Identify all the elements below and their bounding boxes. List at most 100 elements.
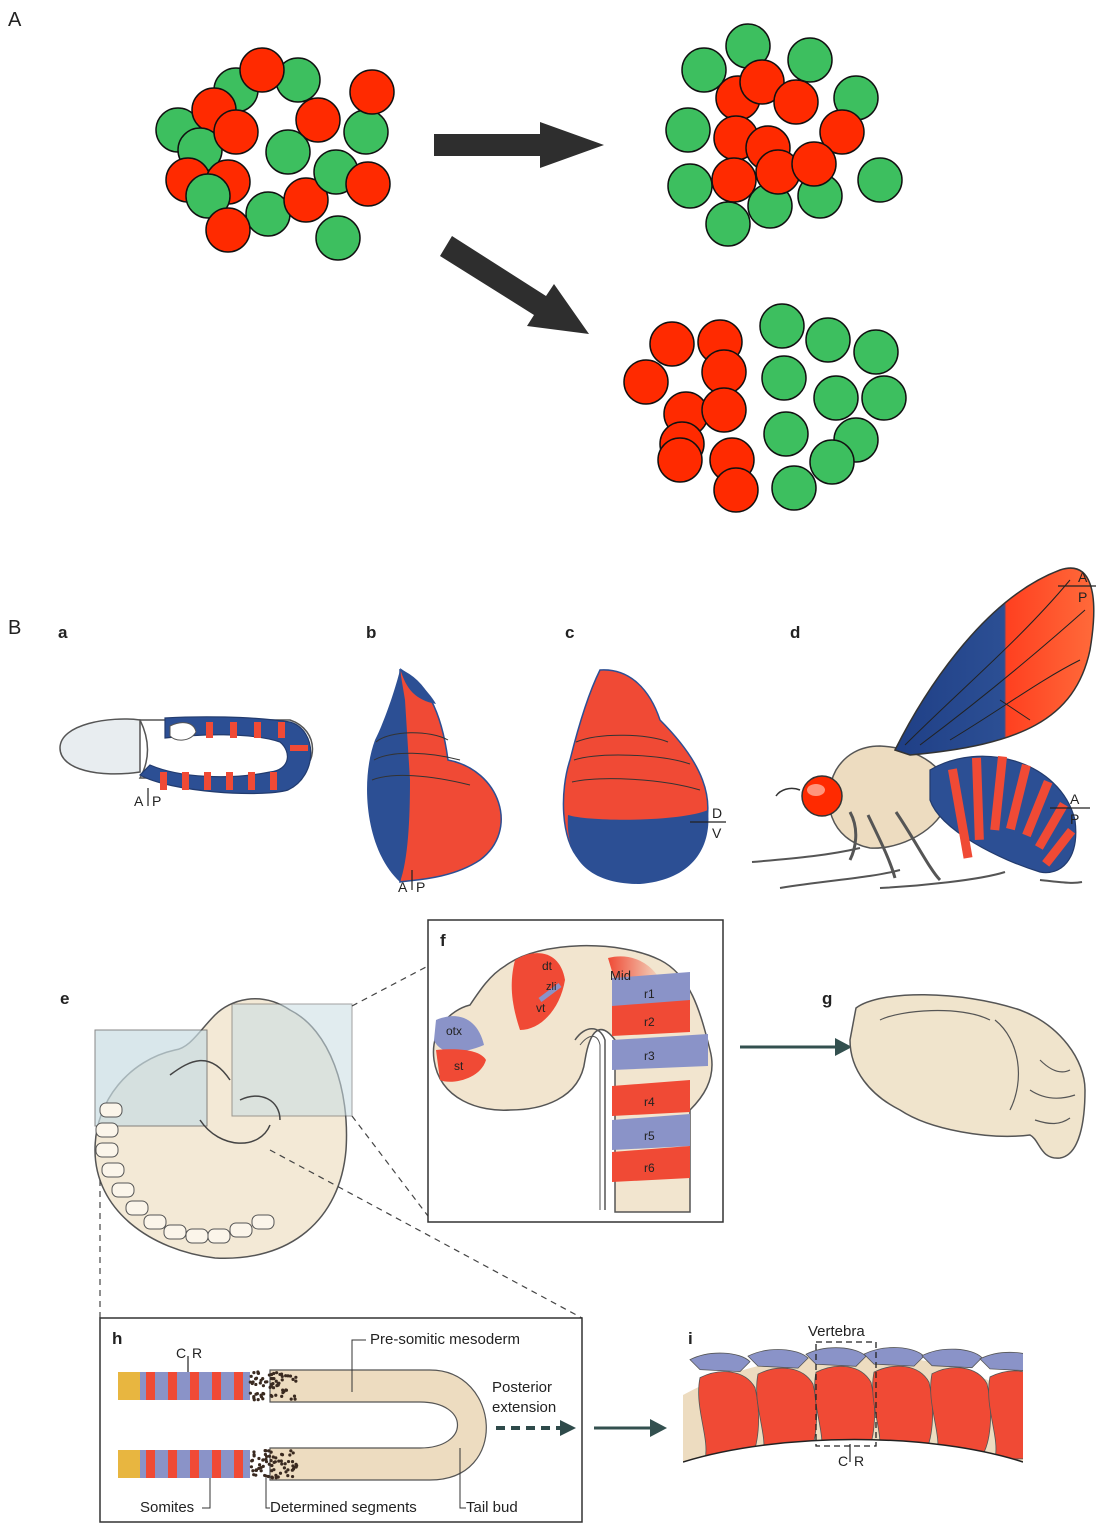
cell-dot	[289, 1449, 292, 1452]
adult-brain	[850, 995, 1085, 1158]
embryo-head-region	[232, 1004, 352, 1116]
segment-stripe	[230, 722, 237, 738]
cell-dot	[257, 1398, 260, 1401]
rhombomere-r3	[612, 1034, 708, 1070]
vertebra-arch	[748, 1350, 808, 1369]
cell-dot	[250, 1375, 253, 1378]
panel-label-i: i	[688, 1329, 693, 1348]
cell-dot	[271, 1476, 274, 1479]
cell-dot	[271, 1377, 274, 1380]
green-cell	[762, 356, 806, 400]
cell-dot	[293, 1398, 296, 1401]
somite-stripe	[146, 1372, 155, 1400]
cell-dot	[251, 1469, 254, 1472]
cell-dot	[262, 1465, 265, 1468]
axis-d-wing-P: P	[1078, 589, 1087, 605]
cell-dot	[254, 1474, 257, 1477]
cell-dot	[283, 1466, 286, 1469]
label-somites: Somites	[140, 1499, 194, 1516]
panel-label-c: c	[565, 623, 574, 642]
cell-dot	[291, 1460, 294, 1463]
somite	[186, 1229, 208, 1243]
somite	[112, 1183, 134, 1197]
cell-dot	[280, 1462, 283, 1465]
cell-dot	[264, 1449, 267, 1452]
cell-dot	[254, 1383, 257, 1386]
cell-dot	[252, 1371, 255, 1374]
cell-dot	[249, 1392, 252, 1395]
somite-stripe	[146, 1450, 155, 1478]
somite	[252, 1215, 274, 1229]
cell-dot	[277, 1384, 280, 1387]
red-cell	[346, 162, 390, 206]
cell-dot	[291, 1475, 294, 1478]
segment-stripe	[248, 772, 255, 790]
fly-embryo: A P	[60, 717, 313, 809]
axis-a-P: P	[152, 793, 161, 809]
brain-label-r4: r4	[644, 1095, 655, 1109]
cell-dot	[270, 1395, 273, 1398]
brain-label-otx: otx	[446, 1024, 462, 1038]
cell-dot	[291, 1469, 294, 1472]
somite	[96, 1143, 118, 1157]
cell-dot	[280, 1395, 283, 1398]
cell-dot	[264, 1380, 267, 1383]
cell-dot	[255, 1468, 258, 1471]
green-cell	[858, 158, 902, 202]
vertebral-column	[683, 1348, 1049, 1530]
cell-dot	[284, 1462, 287, 1465]
cell-dot	[294, 1376, 297, 1379]
cell-dot	[288, 1453, 291, 1456]
cell-dot	[273, 1461, 276, 1464]
axis-d-wing-A: A	[1078, 569, 1088, 585]
green-cell	[862, 376, 906, 420]
brain-label-r6: r6	[644, 1161, 655, 1175]
cell-dot	[263, 1474, 266, 1477]
cell-dot	[264, 1453, 267, 1456]
label-tailbud: Tail bud	[466, 1499, 518, 1516]
somite-stripe	[168, 1372, 177, 1400]
cell-dot	[281, 1378, 284, 1381]
red-cell	[658, 438, 702, 482]
panel-label-a: a	[58, 623, 68, 642]
panel-label-h: h	[112, 1329, 122, 1348]
fly-wing	[895, 568, 1094, 755]
somite-stripe	[212, 1372, 221, 1400]
zoom-line-f-bottom	[352, 1116, 428, 1216]
wing-disc-dv: D V	[563, 670, 726, 884]
vertebra-body	[931, 1368, 991, 1456]
axis-i-C: C	[838, 1453, 848, 1469]
cell-dot	[255, 1377, 258, 1380]
axis-c-V: V	[712, 825, 722, 841]
green-cell	[810, 440, 854, 484]
cell-dot	[262, 1384, 265, 1387]
label-psm: Pre-somitic mesoderm	[370, 1331, 520, 1348]
somite	[208, 1229, 230, 1243]
red-cell	[702, 388, 746, 432]
adult-fly: A P A P	[752, 568, 1096, 888]
red-cell	[714, 468, 758, 512]
green-cell	[806, 318, 850, 362]
green-cell	[760, 304, 804, 348]
cell-dot	[272, 1372, 275, 1375]
cell-dot	[258, 1463, 261, 1466]
segment-stripe	[226, 772, 233, 790]
green-cell	[772, 466, 816, 510]
cell-dot	[270, 1464, 273, 1467]
cell-dot	[250, 1459, 253, 1462]
cell-dot	[253, 1454, 256, 1457]
axis-h-R: R	[192, 1345, 202, 1361]
wing-disc-ap: A P	[367, 668, 501, 895]
mixed-cell-cluster	[156, 48, 394, 260]
cell-dot	[287, 1460, 290, 1463]
somite-stripe	[168, 1450, 177, 1478]
green-cell	[764, 412, 808, 456]
cell-dot	[254, 1393, 257, 1396]
red-cell	[650, 322, 694, 366]
somite	[126, 1201, 148, 1215]
cell-dot	[274, 1394, 277, 1397]
cell-dot	[268, 1455, 271, 1458]
green-cell	[788, 38, 832, 82]
cell-dot	[250, 1465, 253, 1468]
